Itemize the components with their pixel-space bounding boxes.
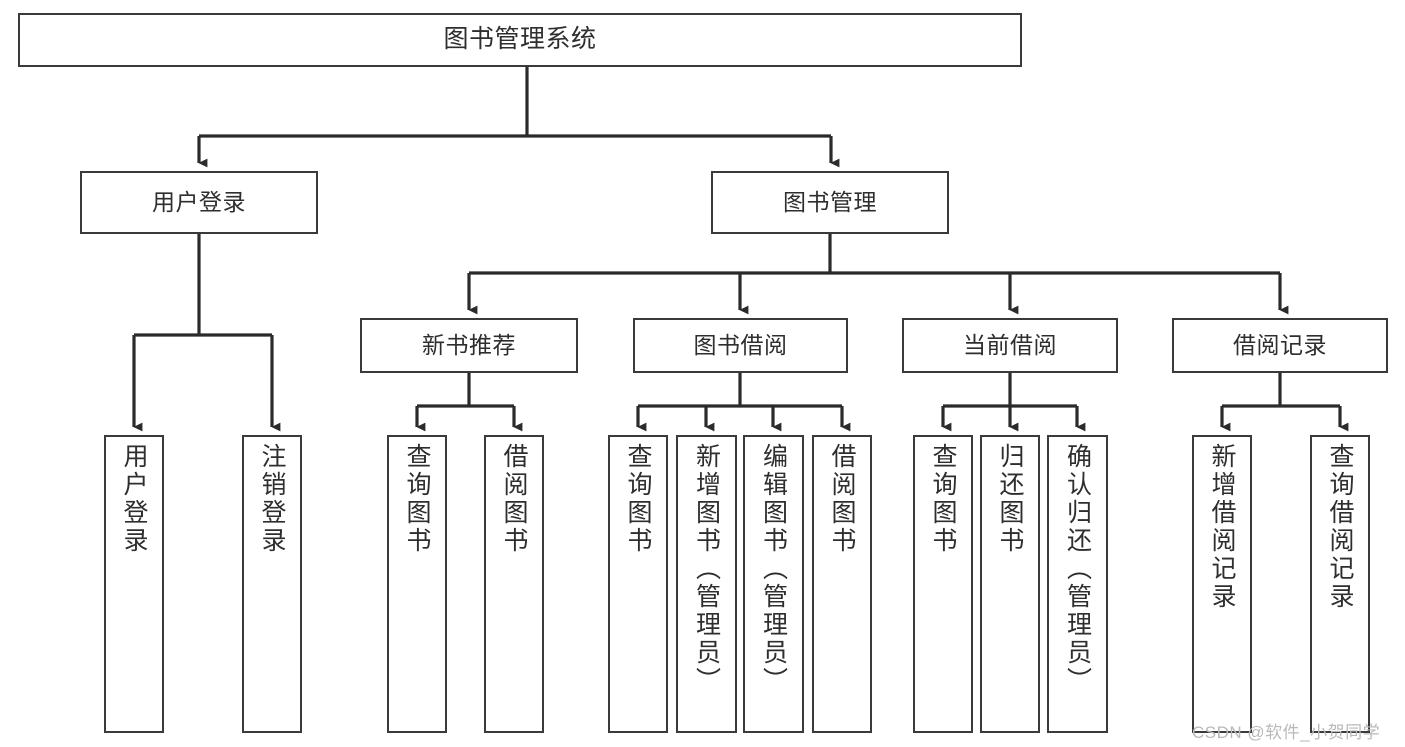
node-leaf-logout[interactable]: 注销登录 (242, 435, 302, 733)
node-label-book-manage: 图书管理 (783, 188, 877, 215)
node-user-login[interactable]: 用户登录 (80, 171, 318, 234)
node-current-borrow[interactable]: 当前借阅 (902, 318, 1118, 373)
node-label-leaf-user-login: 用户登录 (120, 443, 148, 555)
node-label-current-borrow: 当前借阅 (963, 331, 1057, 358)
node-label-leaf-confirm-return: 确认归还（管理员） (1063, 443, 1092, 695)
node-label-new-book-rec: 新书推荐 (422, 331, 516, 358)
node-label-leaf-edit-book: 编辑图书（管理员） (759, 443, 788, 695)
node-leaf-return-book[interactable]: 归还图书 (980, 435, 1040, 733)
node-leaf-query-book-3[interactable]: 查询图书 (913, 435, 973, 733)
node-leaf-borrow-book-2[interactable]: 借阅图书 (812, 435, 872, 733)
node-leaf-edit-book[interactable]: 编辑图书（管理员） (743, 435, 804, 733)
node-leaf-add-book[interactable]: 新增图书（管理员） (676, 435, 737, 733)
node-label-user-login: 用户登录 (152, 188, 246, 215)
node-leaf-confirm-return[interactable]: 确认归还（管理员） (1047, 435, 1108, 733)
node-label-leaf-query-record: 查询借阅记录 (1326, 443, 1354, 611)
node-label-leaf-logout: 注销登录 (258, 443, 286, 555)
node-leaf-query-book-1[interactable]: 查询图书 (387, 435, 447, 733)
node-label-leaf-query-book-2: 查询图书 (624, 443, 652, 555)
node-label-borrow-record: 借阅记录 (1233, 331, 1327, 358)
node-label-root: 图书管理系统 (443, 25, 597, 54)
node-book-manage[interactable]: 图书管理 (711, 171, 949, 234)
node-label-leaf-borrow-book-1: 借阅图书 (500, 443, 528, 555)
node-label-leaf-return-book: 归还图书 (996, 443, 1024, 555)
node-leaf-query-record[interactable]: 查询借阅记录 (1310, 435, 1370, 733)
node-leaf-borrow-book-1[interactable]: 借阅图书 (484, 435, 544, 733)
node-leaf-user-login[interactable]: 用户登录 (104, 435, 164, 733)
node-label-leaf-add-book: 新增图书（管理员） (692, 443, 721, 695)
node-new-book-rec[interactable]: 新书推荐 (360, 318, 578, 373)
node-book-borrow[interactable]: 图书借阅 (633, 318, 848, 373)
node-label-leaf-query-book-3: 查询图书 (929, 443, 957, 555)
node-label-leaf-add-record: 新增借阅记录 (1208, 443, 1236, 611)
node-leaf-add-record[interactable]: 新增借阅记录 (1192, 435, 1252, 733)
node-label-leaf-query-book-1: 查询图书 (403, 443, 431, 555)
node-root-system[interactable]: 图书管理系统 (18, 13, 1022, 67)
node-borrow-record[interactable]: 借阅记录 (1172, 318, 1388, 373)
node-leaf-query-book-2[interactable]: 查询图书 (608, 435, 668, 733)
node-label-book-borrow: 图书借阅 (693, 331, 788, 358)
node-label-leaf-borrow-book-2: 借阅图书 (828, 443, 856, 555)
